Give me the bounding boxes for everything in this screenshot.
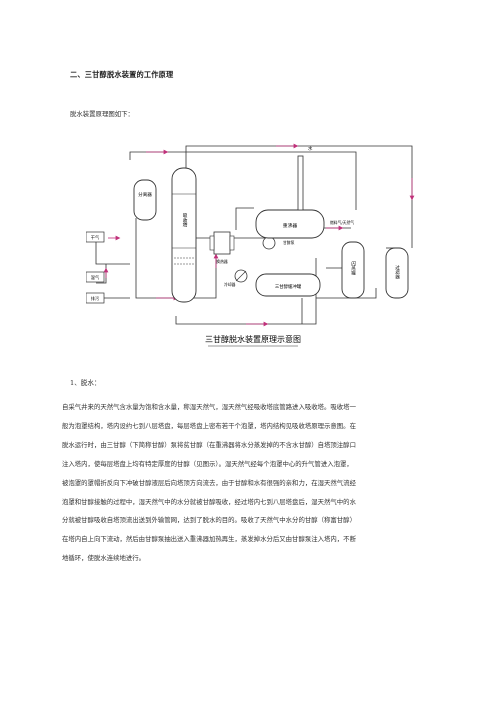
paragraph-line: 注入塔内，使每层塔盘上均有特定厚度的甘醇（见图示）。湿天然气经每个泡罩中心的升气… <box>62 459 353 468</box>
separator-label: 分离器 <box>138 191 152 198</box>
paragraph-line: 被泡罩的罩帽折反向下冲破甘醇液层后向塔顶方向流去，由于甘醇和水有很强的亲和力，在… <box>62 478 356 487</box>
cooler-label: 冷却器 <box>224 282 236 287</box>
paragraph-line: 般为泡罩结构，塔内设约七到八层塔盘，每层塔盘上密布若干个泡罩，塔内结构见吸收塔原… <box>62 421 356 430</box>
paragraph-line: 在塔内自上向下流动，然后由甘醇泵抽出送入重沸器加热再生，蒸发掉水分后又由甘醇泵注… <box>62 535 356 544</box>
heat-exchanger-label: 换热器 <box>216 259 228 264</box>
filter-label: 过滤器 <box>395 264 400 280</box>
paragraph-line: 地循环，使脱水连续地进行。 <box>62 554 146 563</box>
flash-tank-label: 闪蒸罐 <box>351 260 356 276</box>
process-diagram-svg: 分离器 吸收塔 换热器 <box>85 143 415 347</box>
paragraph-line: 泡罩和甘醇接触的过程中，湿天然气中的水分就被甘醇吸收，经过塔内七到八层塔盘后，湿… <box>62 497 356 506</box>
paragraph-line: 自采气井来的天然气含水量为饱和含水量，称湿天然气，湿天然气经吸收塔底管路进入吸收… <box>62 403 356 411</box>
reboiler-label: 重沸器 <box>283 222 298 229</box>
flash-tank: 闪蒸罐 <box>341 241 365 299</box>
section-title: 二、三甘醇脱水装置的工作原理 <box>70 70 174 79</box>
dry-gas-label: 干气 <box>91 234 100 241</box>
body-paragraph: 自采气井来的天然气含水量为饱和含水量，称湿天然气，湿天然气经吸收塔底管路进入吸收… <box>62 398 434 568</box>
heat-exchanger: 换热器 <box>209 231 235 264</box>
separator-vessel: 分离器 <box>133 179 157 221</box>
inlet-dry-gas: 干气 <box>85 231 105 243</box>
inlet-drain: 排污 <box>85 292 105 304</box>
diagram-caption: 三甘醇脱水装置原理示意图 <box>205 334 301 344</box>
surge-tank-label: 三甘醇缓冲罐 <box>275 283 302 290</box>
surge-tank: 三甘醇缓冲罐 <box>255 273 321 297</box>
absorber-label: 吸收塔 <box>182 213 187 229</box>
reboiler-vessel: 重沸器 水 <box>255 145 325 239</box>
glycol-pump: 甘醇泵 冷却器 <box>224 236 295 287</box>
pump-label: 甘醇泵 <box>283 240 295 245</box>
subsection-title: 1、脱水： <box>70 379 101 387</box>
fuel-gas-label: 燃料气/天然气 <box>330 220 354 225</box>
filter-vessel: 过滤器 <box>385 247 409 299</box>
flow-arrows <box>103 143 415 327</box>
intro-text: 脱水装置原理图如下： <box>70 110 134 118</box>
inlet-wet-gas: 湿气 <box>85 271 105 283</box>
drain-label: 排污 <box>91 295 99 302</box>
process-diagram: 分离器 吸收塔 换热器 <box>85 138 420 352</box>
water-label: 水 <box>308 145 313 152</box>
wet-gas-label: 湿气 <box>91 274 100 281</box>
paragraph-line: 分就被甘醇吸收自塔顶流出送到外输管网，达到了脱水的目的。吸收了天然气中水分的甘醇… <box>62 516 356 525</box>
paragraph-line: 脱水运行时，由三甘醇（下简称甘醇）泵将贫甘醇（在重沸器将水分蒸发掉的不含水甘醇）… <box>62 440 356 449</box>
absorber-tower: 吸收塔 <box>171 167 197 303</box>
piping <box>95 145 413 325</box>
